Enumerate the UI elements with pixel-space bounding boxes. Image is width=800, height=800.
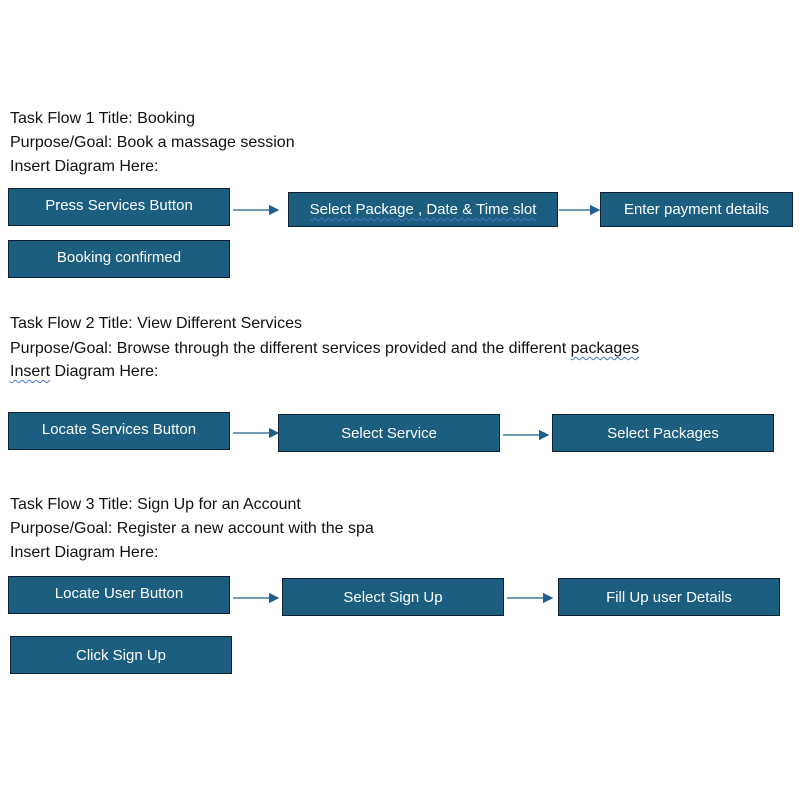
flow2-arrow-2 (503, 429, 550, 441)
flow2-insert-flagged-word: Insert (10, 363, 51, 380)
flow2-purpose: Purpose/Goal: Browse through the differe… (10, 339, 639, 359)
flow2-step-select-packages: Select Packages (552, 414, 774, 452)
flow3-purpose: Purpose/Goal: Register a new account wit… (10, 520, 374, 537)
flow2-purpose-flagged-word: packages (570, 340, 640, 357)
flow1-title: Task Flow 1 Title: Booking (10, 110, 195, 127)
flow1-step-select-package: Select Package , Date & Time slot (288, 192, 558, 227)
flow3-step-fill-up-user-details: Fill Up user Details (558, 578, 780, 616)
flow2-arrow-1 (233, 427, 280, 439)
flow3-title: Task Flow 3 Title: Sign Up for an Accoun… (10, 496, 301, 513)
flow3-arrow-1 (233, 592, 280, 604)
flow2-title: Task Flow 2 Title: View Different Servic… (10, 315, 302, 332)
flow2-insert-rest: Diagram Here: (50, 363, 159, 380)
flow2-purpose-text: Purpose/Goal: Browse through the differe… (10, 340, 571, 357)
flow2-step-select-service: Select Service (278, 414, 500, 452)
flow1-step-enter-payment-details: Enter payment details (600, 192, 793, 227)
flow1-arrow-1 (233, 204, 280, 216)
flow3-step-select-sign-up: Select Sign Up (282, 578, 504, 616)
flow1-arrow-2 (559, 204, 601, 216)
flow2-step-locate-services-button: Locate Services Button (8, 412, 230, 450)
flow1-insert-label: Insert Diagram Here: (10, 158, 159, 175)
flow3-step-click-sign-up: Click Sign Up (10, 636, 232, 674)
flow3-step-locate-user-button: Locate User Button (8, 576, 230, 614)
flow3-arrow-2 (507, 592, 554, 604)
flow1-step-booking-confirmed: Booking confirmed (8, 240, 230, 278)
flow1-purpose: Purpose/Goal: Book a massage session (10, 134, 295, 151)
flow3-insert-label: Insert Diagram Here: (10, 544, 159, 561)
flow1-step-press-services-button: Press Services Button (8, 188, 230, 226)
flow1-step-select-package-label: Select Package , Date & Time slot (309, 201, 537, 218)
flow2-insert-label: Insert Diagram Here: (10, 362, 159, 382)
